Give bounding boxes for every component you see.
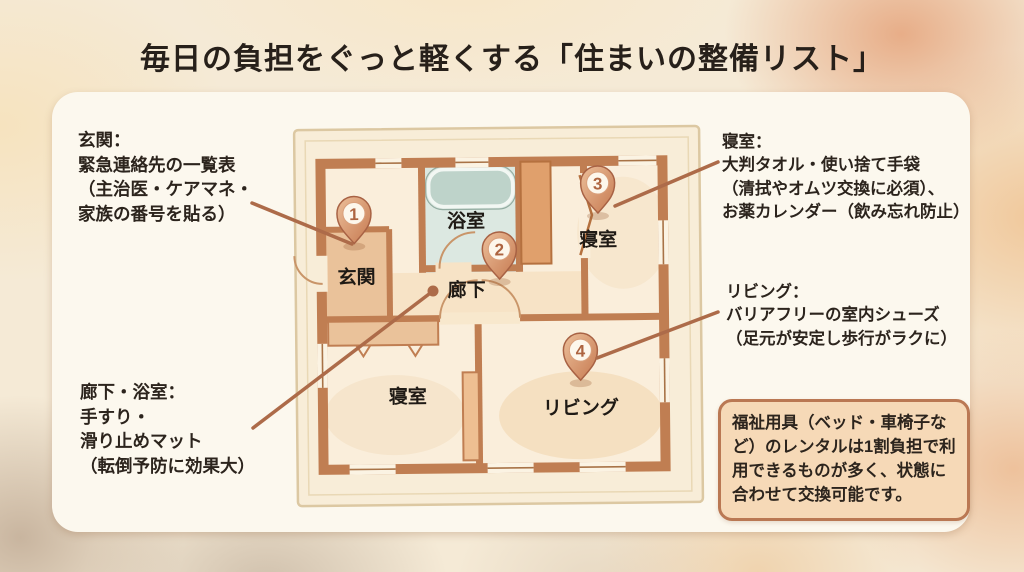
pin-3-number: 3 (593, 174, 603, 193)
pin-1-number: 1 (349, 205, 359, 224)
label-hallway: 廊下 (448, 278, 486, 301)
page-title: 毎日の負担をぐっと軽くする「住まいの整備リスト」 (140, 43, 884, 76)
label-bathroom: 浴室 (447, 209, 485, 232)
wall-pillar-living (461, 371, 481, 462)
annotation-rouka: 廊下・浴室： 手すり・ 滑り止めマット （転倒予防に効果大） (80, 382, 255, 476)
label-living: リビング (543, 396, 619, 420)
closet-pillar (519, 160, 553, 265)
room-hallway (389, 271, 584, 317)
welfare-info-box: 福祉用具（ベッド・車椅子など）のレンタルは1割負担で利用できるものが多く、状態に… (718, 399, 970, 521)
room-living-wash (499, 371, 664, 460)
floor-plan: 浴室 玄関 廊下 寝室 寝室 リビング 1 2 3 4 (292, 124, 705, 508)
bathtub (426, 167, 515, 209)
pin-2-number: 2 (494, 240, 504, 259)
closet-bedroom-bottom (327, 319, 440, 347)
label-bedroom-top: 寝室 (579, 228, 617, 251)
label-entrance: 玄関 (337, 265, 375, 288)
label-bedroom-bottom: 寝室 (389, 385, 427, 408)
annotation-living: リビング： バリアフリーの室内シューズ （足元が安定し歩行がラクに） (726, 283, 957, 348)
annotation-genkan: 玄関： 緊急連絡先の一覧表 （主治医・ケアマネ・ 家族の番号を貼る） (78, 130, 253, 224)
annotation-shinshitsu: 寝室： 大判タオル・使い捨て手袋 （清拭やオムツ交換に必須）、 お薬カレンダー（… (722, 133, 970, 222)
pin-4-number: 4 (576, 342, 586, 361)
